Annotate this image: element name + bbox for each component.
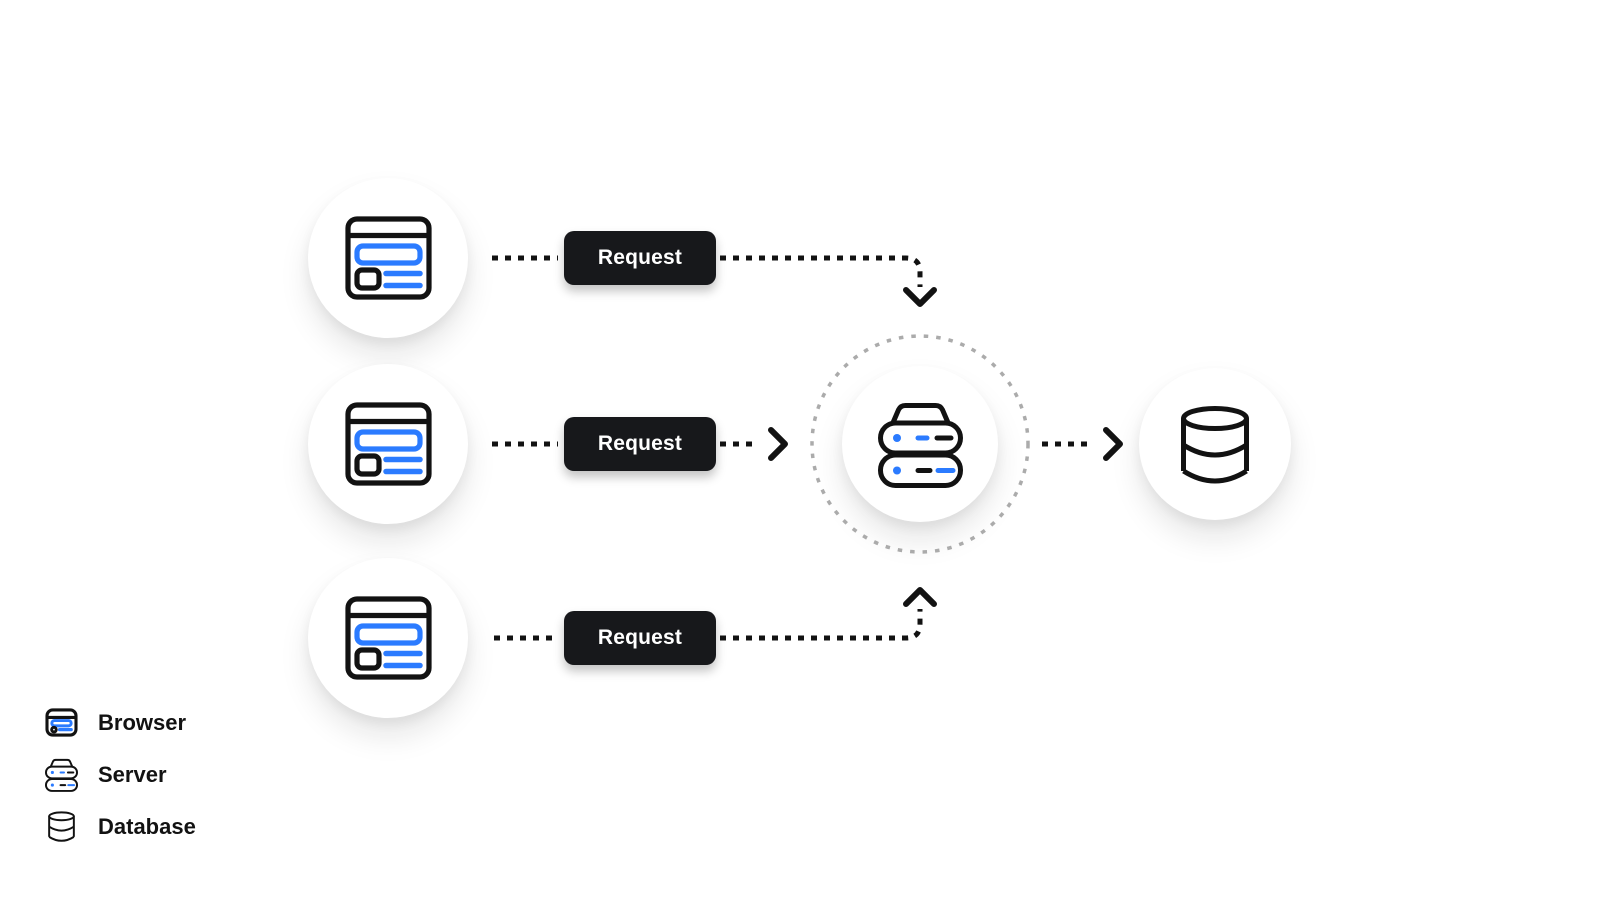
flow-1-line-right (720, 255, 923, 287)
browser-icon (345, 216, 432, 300)
legend-item-browser: Browser (44, 704, 196, 741)
legend-label: Server (98, 761, 167, 787)
request-label-1: Request (564, 231, 716, 285)
flow-3-line-right (720, 609, 923, 641)
legend-label: Browser (98, 709, 187, 735)
database-icon (44, 811, 78, 842)
browser-icon (44, 708, 78, 737)
browser-node-3 (308, 558, 468, 718)
flow-2-arrowhead-right (768, 427, 788, 461)
request-label-3: Request (564, 611, 716, 665)
legend-label: Database (98, 813, 196, 839)
browser-icon (345, 402, 432, 486)
server-db-arrowhead (1103, 427, 1123, 461)
browser-node-2 (308, 364, 468, 524)
flow-1-arrowhead-down (903, 287, 937, 307)
server-node (842, 366, 998, 522)
flow-3-arrowhead-up (903, 587, 937, 607)
legend-item-database: Database (44, 808, 196, 845)
legend: Browser Server Database (44, 704, 196, 845)
database-icon (1178, 405, 1252, 484)
server-icon (44, 758, 78, 792)
browser-node-1 (308, 178, 468, 338)
legend-item-server: Server (44, 756, 196, 793)
database-node (1139, 368, 1291, 520)
server-icon (878, 401, 963, 488)
browser-icon (345, 596, 432, 680)
request-label-2: Request (564, 417, 716, 471)
